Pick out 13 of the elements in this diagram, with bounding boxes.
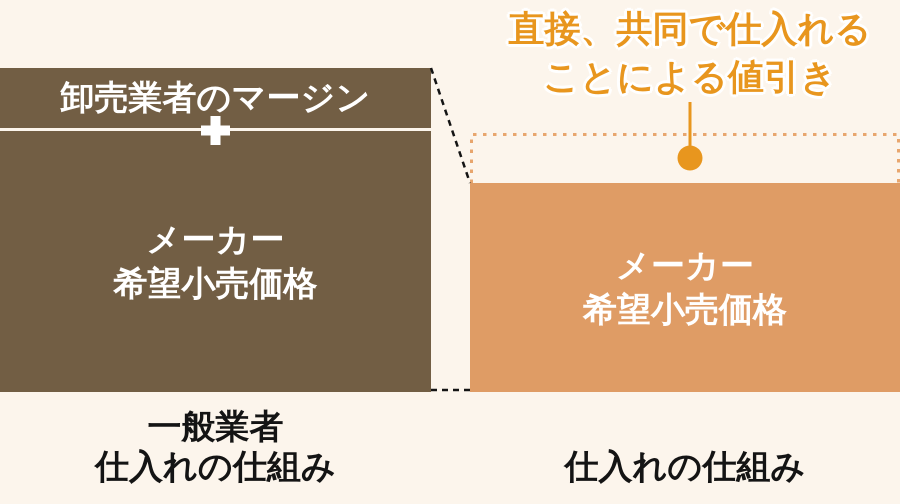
price-block: [0, 68, 431, 128]
dashed-guide-line: [430, 68, 472, 184]
caption-text: 一般業者仕入れの仕組み: [93, 407, 337, 487]
block-label: メーカー希望小売価格: [583, 244, 787, 332]
block-label: メーカー希望小売価格: [114, 218, 318, 306]
dotted-outline: [470, 133, 900, 183]
dashed-guide-line: [431, 388, 470, 392]
caption-text: 仕入れの仕組み: [562, 447, 806, 487]
leader-line: [678, 102, 702, 170]
callout-text: 直接、共同で仕入れることによる値引き: [505, 6, 875, 102]
block-label: 卸売業者のマージン: [60, 77, 370, 120]
price-block: [0, 131, 431, 392]
price-block: [470, 183, 900, 392]
